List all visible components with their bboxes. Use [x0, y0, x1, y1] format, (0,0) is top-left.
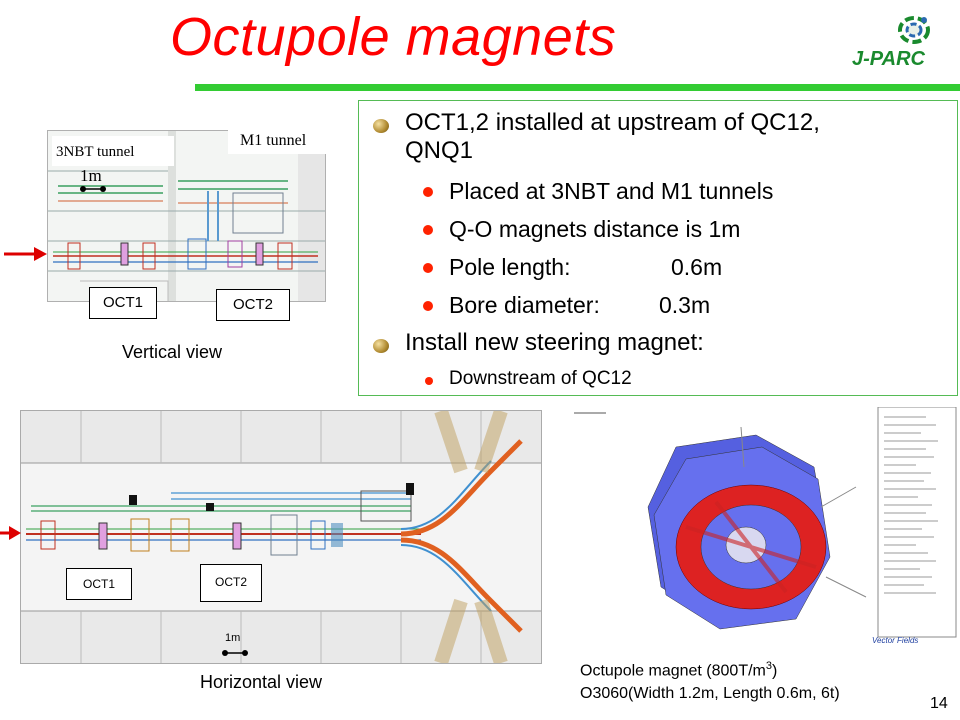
bullet-downstream: Downstream of QC12 — [449, 368, 632, 389]
label-distance-1m: 1m — [80, 166, 102, 185]
bullet-placed: Placed at 3NBT and M1 tunnels — [449, 178, 774, 204]
label-backdrop-m1 — [228, 128, 328, 154]
bullet-oct-install-line2: QNQ1 — [405, 137, 474, 164]
label-oct1-vertical: OCT1 — [89, 287, 157, 319]
caption-horizontal-view: Horizontal view — [200, 672, 323, 692]
page-number: 14 — [930, 695, 948, 712]
caption-model-line1: Octupole magnet (800T/m3) — [580, 660, 777, 680]
beam-arrow-icon — [4, 247, 47, 261]
bullet-pole-length: Pole length: — [449, 254, 571, 280]
bullet-bore-diameter: Bore diameter: — [449, 292, 600, 318]
label-oct2-vertical: OCT2 — [216, 289, 290, 321]
beam-arrow-icon — [0, 526, 21, 540]
label-distance-1m-horizontal: 1m — [225, 632, 241, 644]
bullet-orb-icon — [373, 119, 389, 133]
bullet-oct-install-line1: OCT1,2 installed at upstream of QC12, — [405, 109, 820, 136]
bullet-box: OCT1,2 installed at upstream of QC12, QN… — [358, 100, 958, 396]
bullet-dot-icon — [423, 187, 433, 197]
page-title: Octupole magnets — [170, 7, 617, 67]
label-3nbt-tunnel: 3NBT tunnel — [56, 144, 135, 160]
bullet-distance: Q-O magnets distance is 1m — [449, 216, 741, 242]
bullet-dot-icon — [425, 377, 433, 385]
title-underline — [195, 84, 960, 91]
label-oct2-horizontal: OCT2 — [200, 564, 262, 602]
bullet-dot-icon — [423, 225, 433, 235]
label-oct1-horizontal: OCT1 — [66, 568, 132, 600]
logo-text: J-PARC — [852, 48, 925, 70]
distance-marker-icon — [222, 650, 248, 656]
pole-length-value: 0.6m — [671, 254, 723, 280]
bullet-dot-icon — [423, 263, 433, 273]
distance-marker-icon — [80, 186, 106, 192]
caption-vertical-view: Vertical view — [122, 342, 223, 362]
octupole-magnet-model — [566, 406, 958, 652]
caption-model-superscript: 3 — [765, 660, 772, 672]
bullet-steering: Install new steering magnet: — [405, 329, 704, 356]
caption-model-line2: O3060(Width 1.2m, Length 0.6m, 6t) — [580, 685, 840, 702]
label-m1-tunnel: M1 tunnel — [240, 132, 307, 149]
caption-model-close: ) — [772, 662, 778, 680]
horizontal-view-drawing — [20, 410, 542, 664]
bullet-dot-icon — [423, 301, 433, 311]
caption-model-text: Octupole magnet (800T/m — [580, 662, 766, 680]
j-parc-logo — [898, 16, 930, 44]
label-backdrop-3nbt — [52, 136, 174, 166]
bore-diameter-value: 0.3m — [659, 292, 711, 318]
vendor-label: Vector Fields — [872, 636, 919, 645]
bullet-orb-icon — [373, 339, 389, 353]
